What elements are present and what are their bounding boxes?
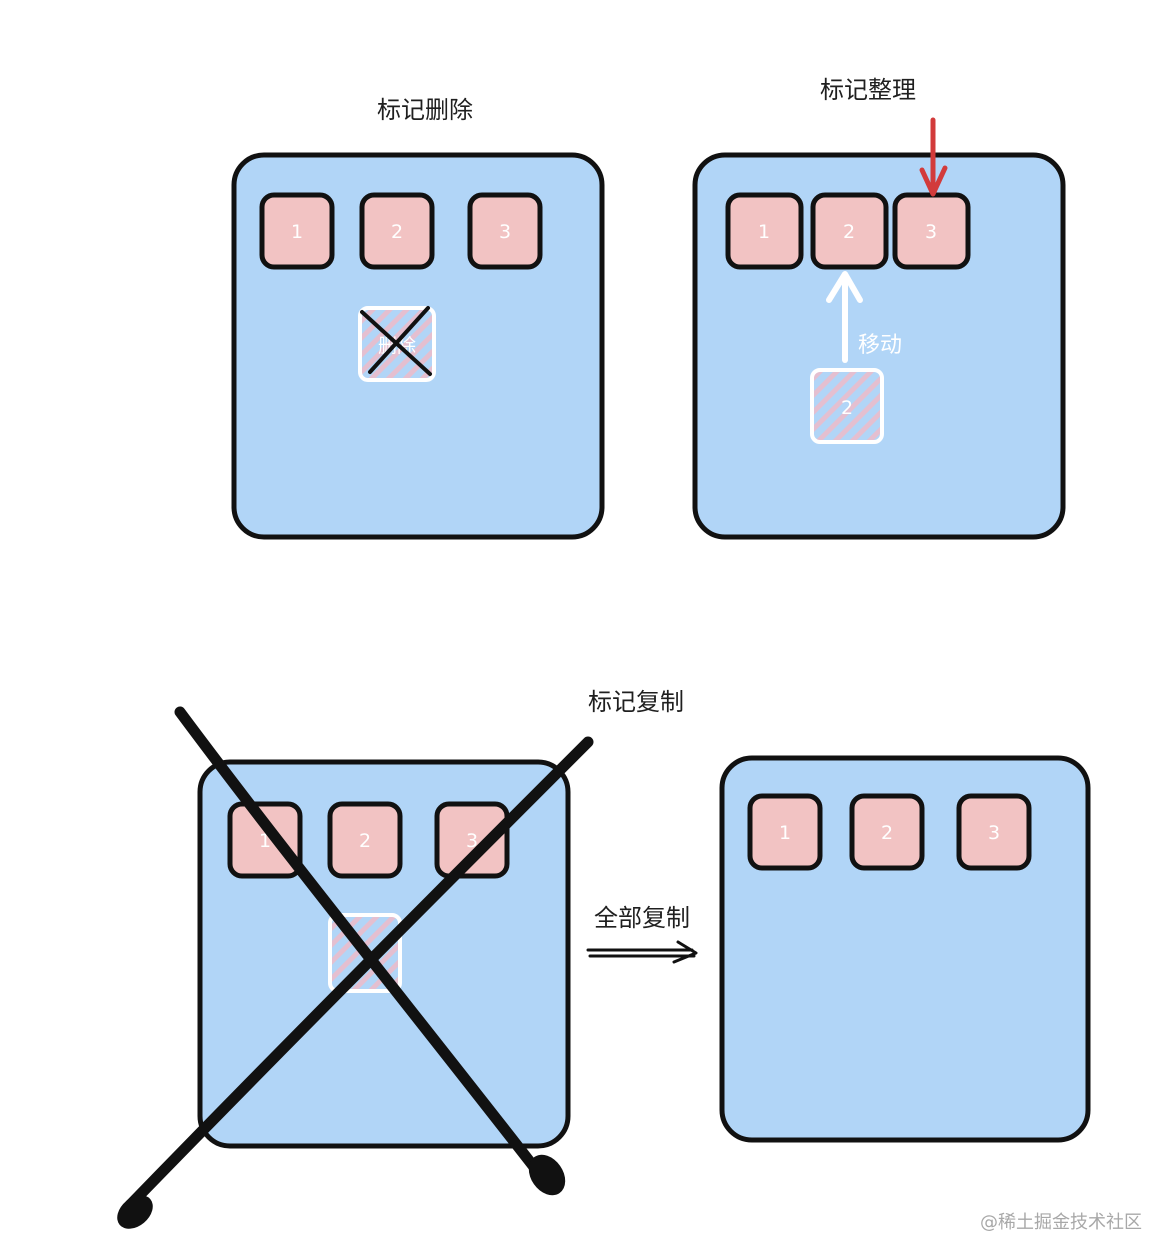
mark-compact-panel: 标记整理 1 2 3 移动 2 xyxy=(692,76,1066,540)
move-label: 移动 xyxy=(858,333,902,358)
right-arrow-icon xyxy=(586,940,698,964)
block-label: 2 xyxy=(391,221,403,243)
memory-block: 1 xyxy=(259,192,335,270)
memory-block: 3 xyxy=(467,192,543,270)
big-cross-mark xyxy=(117,706,594,1229)
block-label: 2 xyxy=(881,822,893,844)
block-label: 3 xyxy=(925,221,937,243)
memory-block: 1 xyxy=(725,192,804,270)
moved-block: 2 xyxy=(810,368,884,444)
block-label: 3 xyxy=(988,822,1000,844)
white-up-arrow-icon xyxy=(826,271,863,363)
mark-copy-title: 标记复制 xyxy=(588,688,684,716)
mark-compact-title: 标记整理 xyxy=(820,76,916,104)
cross-mark xyxy=(368,306,430,374)
memory-block: 3 xyxy=(956,793,1032,871)
copy-label: 全部复制 xyxy=(594,904,690,932)
block-label: 3 xyxy=(466,830,478,852)
block-label: 3 xyxy=(499,221,511,243)
mark-sweep-panel: 标记删除 1 2 3 删除 xyxy=(231,96,605,540)
block-label: 1 xyxy=(758,221,770,243)
red-down-arrow-icon xyxy=(919,117,948,197)
block-label: 1 xyxy=(779,822,791,844)
memory-block: 1 xyxy=(747,793,823,871)
memory-block: 3 xyxy=(892,192,971,270)
memory-block: 2 xyxy=(810,192,889,270)
block-label: 1 xyxy=(291,221,303,243)
block-label: 2 xyxy=(359,830,371,852)
memory-block: 1 xyxy=(227,801,303,879)
mark-sweep-title: 标记删除 xyxy=(377,96,473,124)
memory-block: 2 xyxy=(849,793,925,871)
mark-copy-panel: 标记复制 1 2 3 全部复制 xyxy=(117,688,1091,1229)
moved-block-label: 2 xyxy=(841,397,853,419)
watermark: @稀土掘金技术社区 xyxy=(980,1212,1142,1233)
memory-block: 2 xyxy=(359,192,435,270)
deleted-block: 删除 xyxy=(358,306,436,382)
memory-block: 3 xyxy=(434,801,510,879)
memory-block: 2 xyxy=(327,801,403,879)
block-label: 2 xyxy=(843,221,855,243)
